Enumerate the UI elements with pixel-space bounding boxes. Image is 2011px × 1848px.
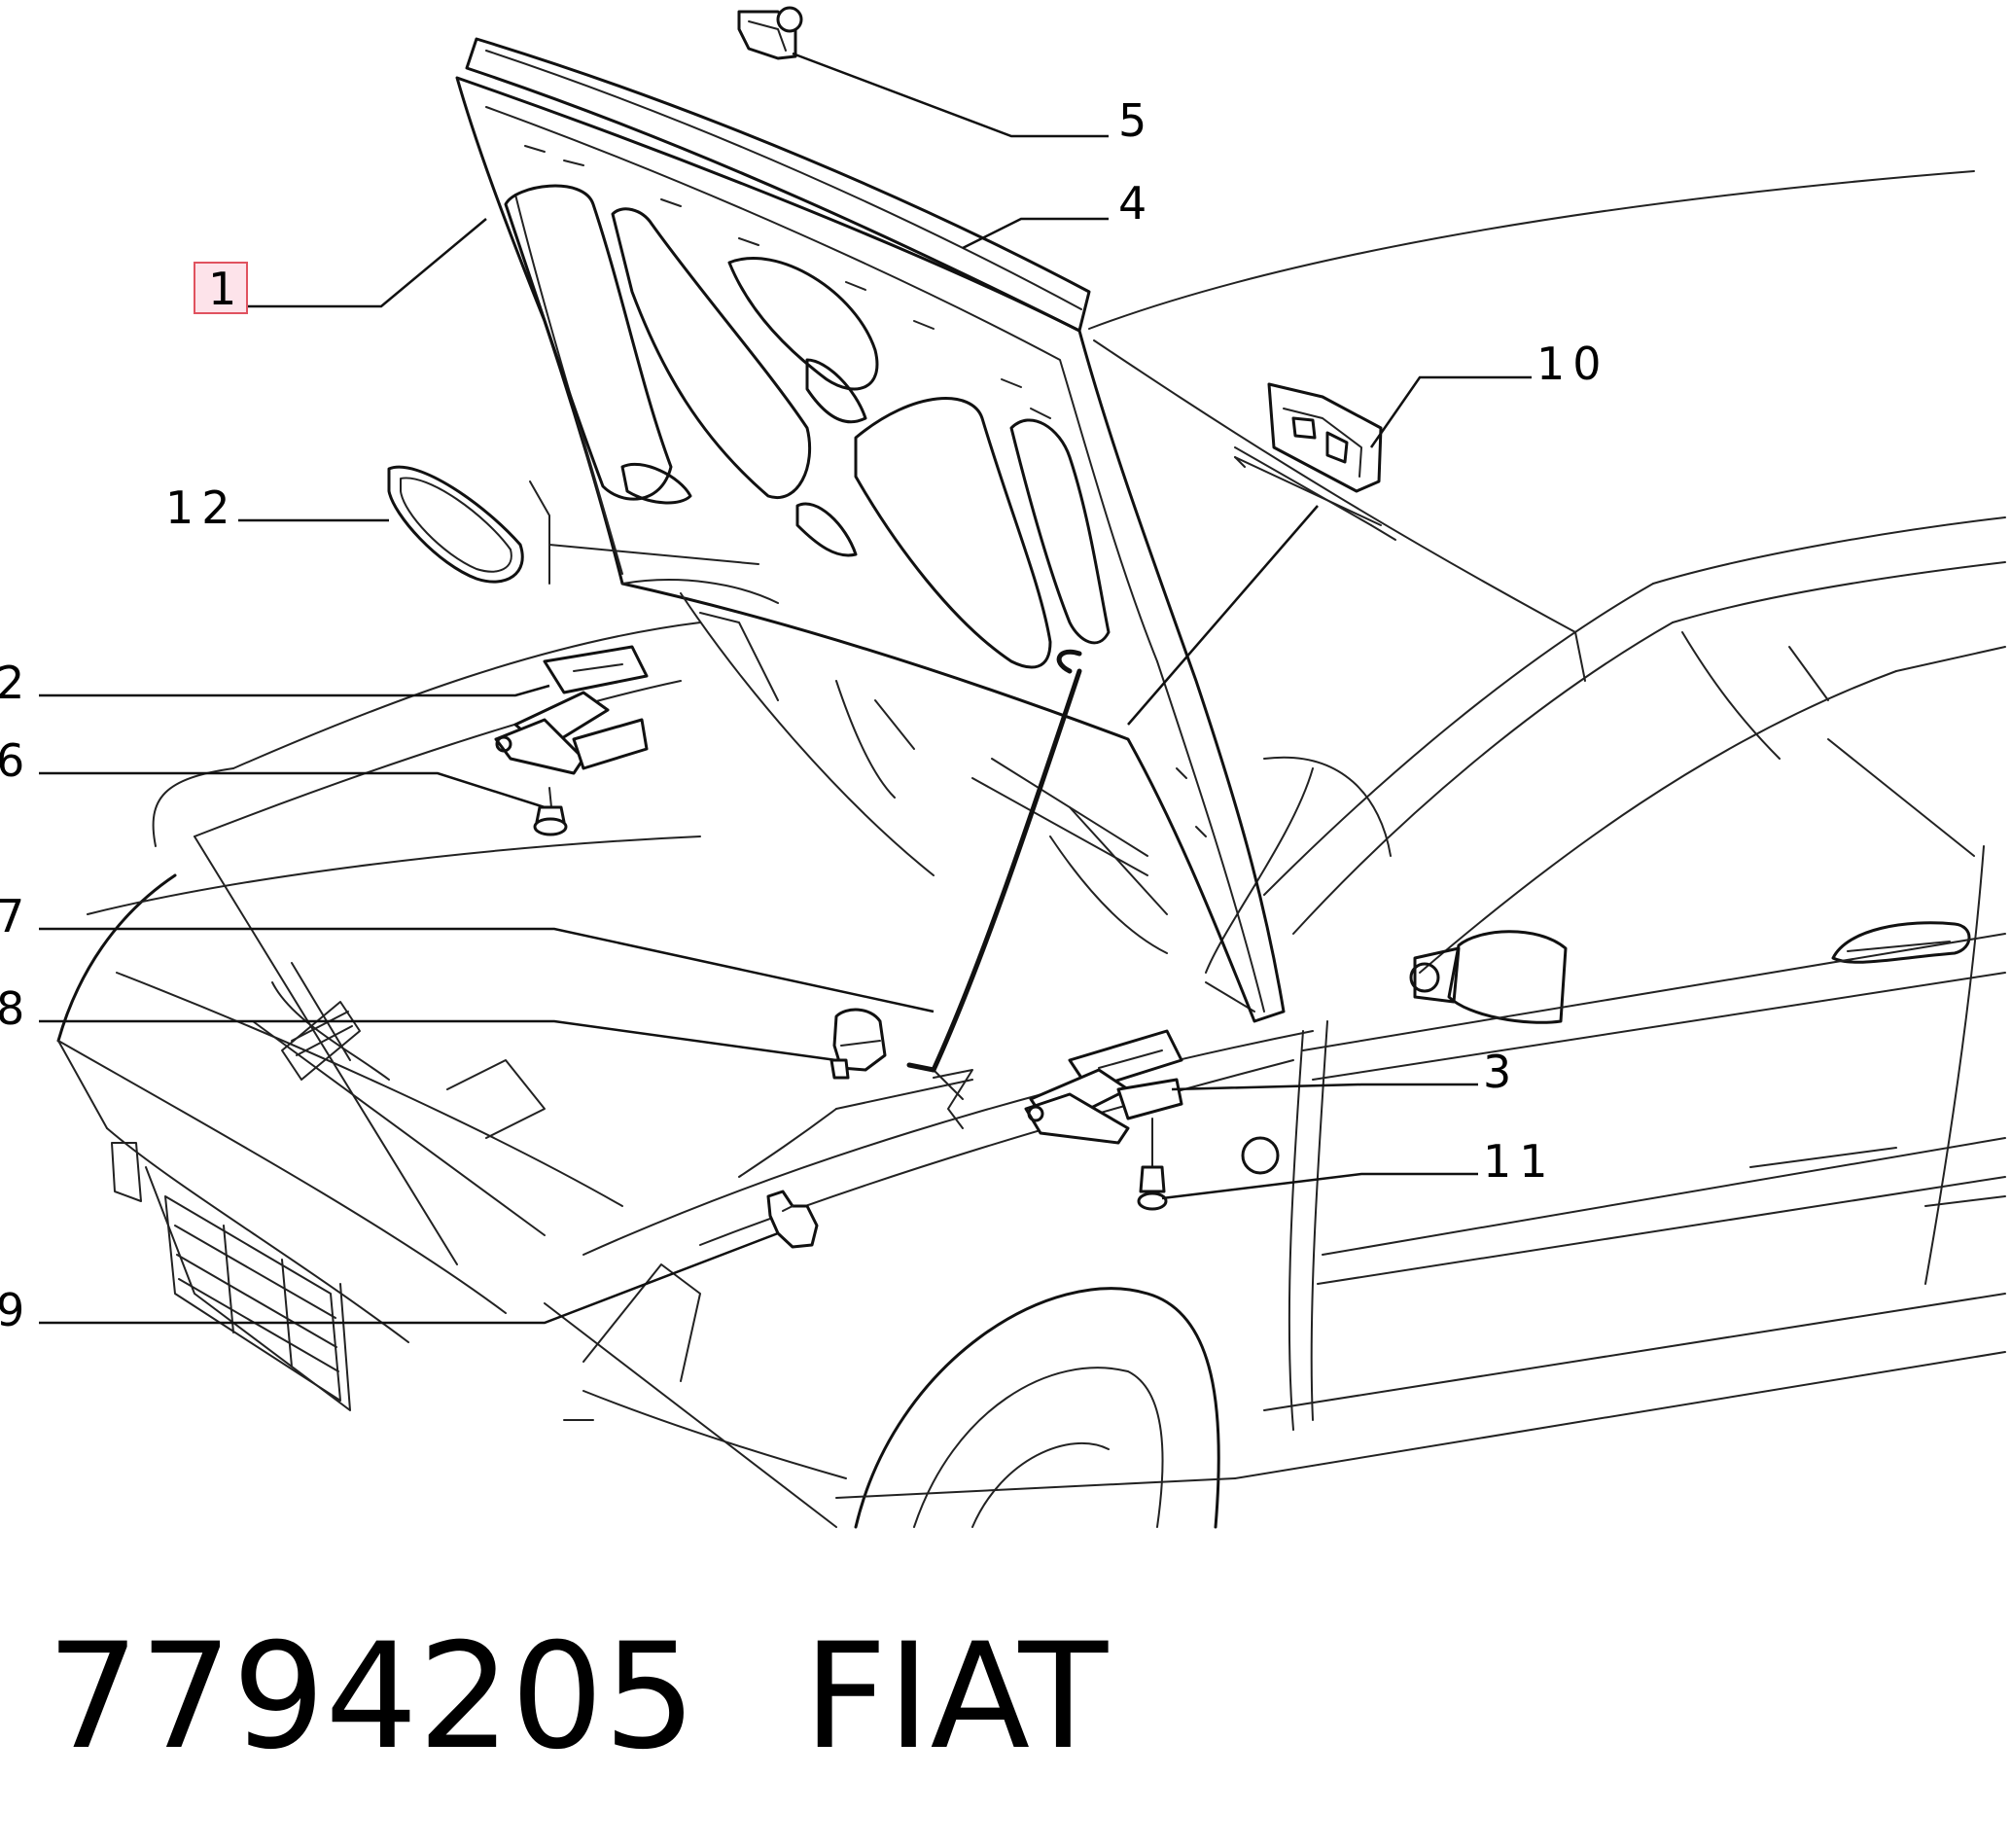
part-6-bolt [533,787,568,836]
part-12-plug [387,465,524,584]
callout-10: 10 [1536,338,1609,390]
callout-1: 1 [208,263,244,315]
part-7-prop-rod [906,649,1082,1129]
part-5-clip [737,6,803,60]
callout-labels: 1 5 4 10 12 2 6 7 8 3 11 9 [0,94,1609,1336]
hood-panel [455,37,1286,1023]
callout-5: 5 [1118,94,1154,147]
part-8-rod-clip [829,1008,887,1080]
callout-12: 12 [165,481,238,534]
footer-caption: 7794205 FIAT [47,1615,1108,1770]
part-number: 7794205 [47,1613,697,1782]
callout-11: 11 [1483,1135,1556,1188]
brand-name: FIAT [803,1613,1109,1782]
callout-7: 7 [0,890,32,942]
callout-6: 6 [0,734,32,787]
part-9-bumper [766,1190,819,1249]
callout-4: 4 [1118,177,1154,230]
part-11-bolt [1137,1118,1168,1211]
part-10-latch [1234,382,1383,526]
car-body [56,170,2006,1529]
callout-2: 2 [0,657,32,709]
callout-9: 9 [0,1284,32,1336]
leader-lines [39,52,1532,1325]
callout-1-highlight [194,262,248,314]
callout-8: 8 [0,982,32,1035]
part-3-hinge-right [1024,1029,1183,1145]
callout-3: 3 [1483,1046,1519,1098]
part-2-hinge-left [494,645,649,775]
